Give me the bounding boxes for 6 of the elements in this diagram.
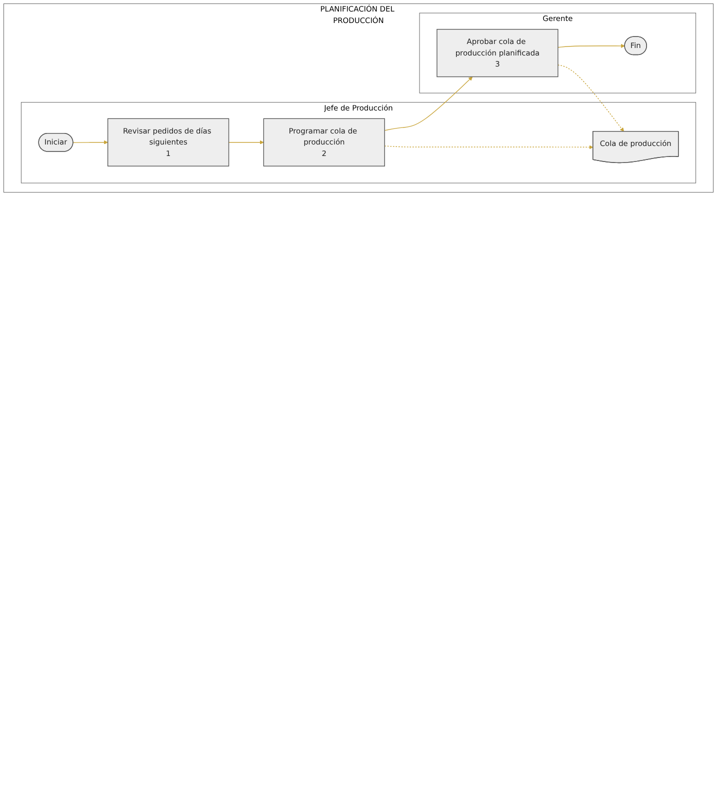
arrow [384,145,594,150]
arrow [558,44,625,48]
arrow [228,140,264,144]
arrow [558,64,624,132]
arrow [384,76,473,131]
arrow [72,140,108,144]
